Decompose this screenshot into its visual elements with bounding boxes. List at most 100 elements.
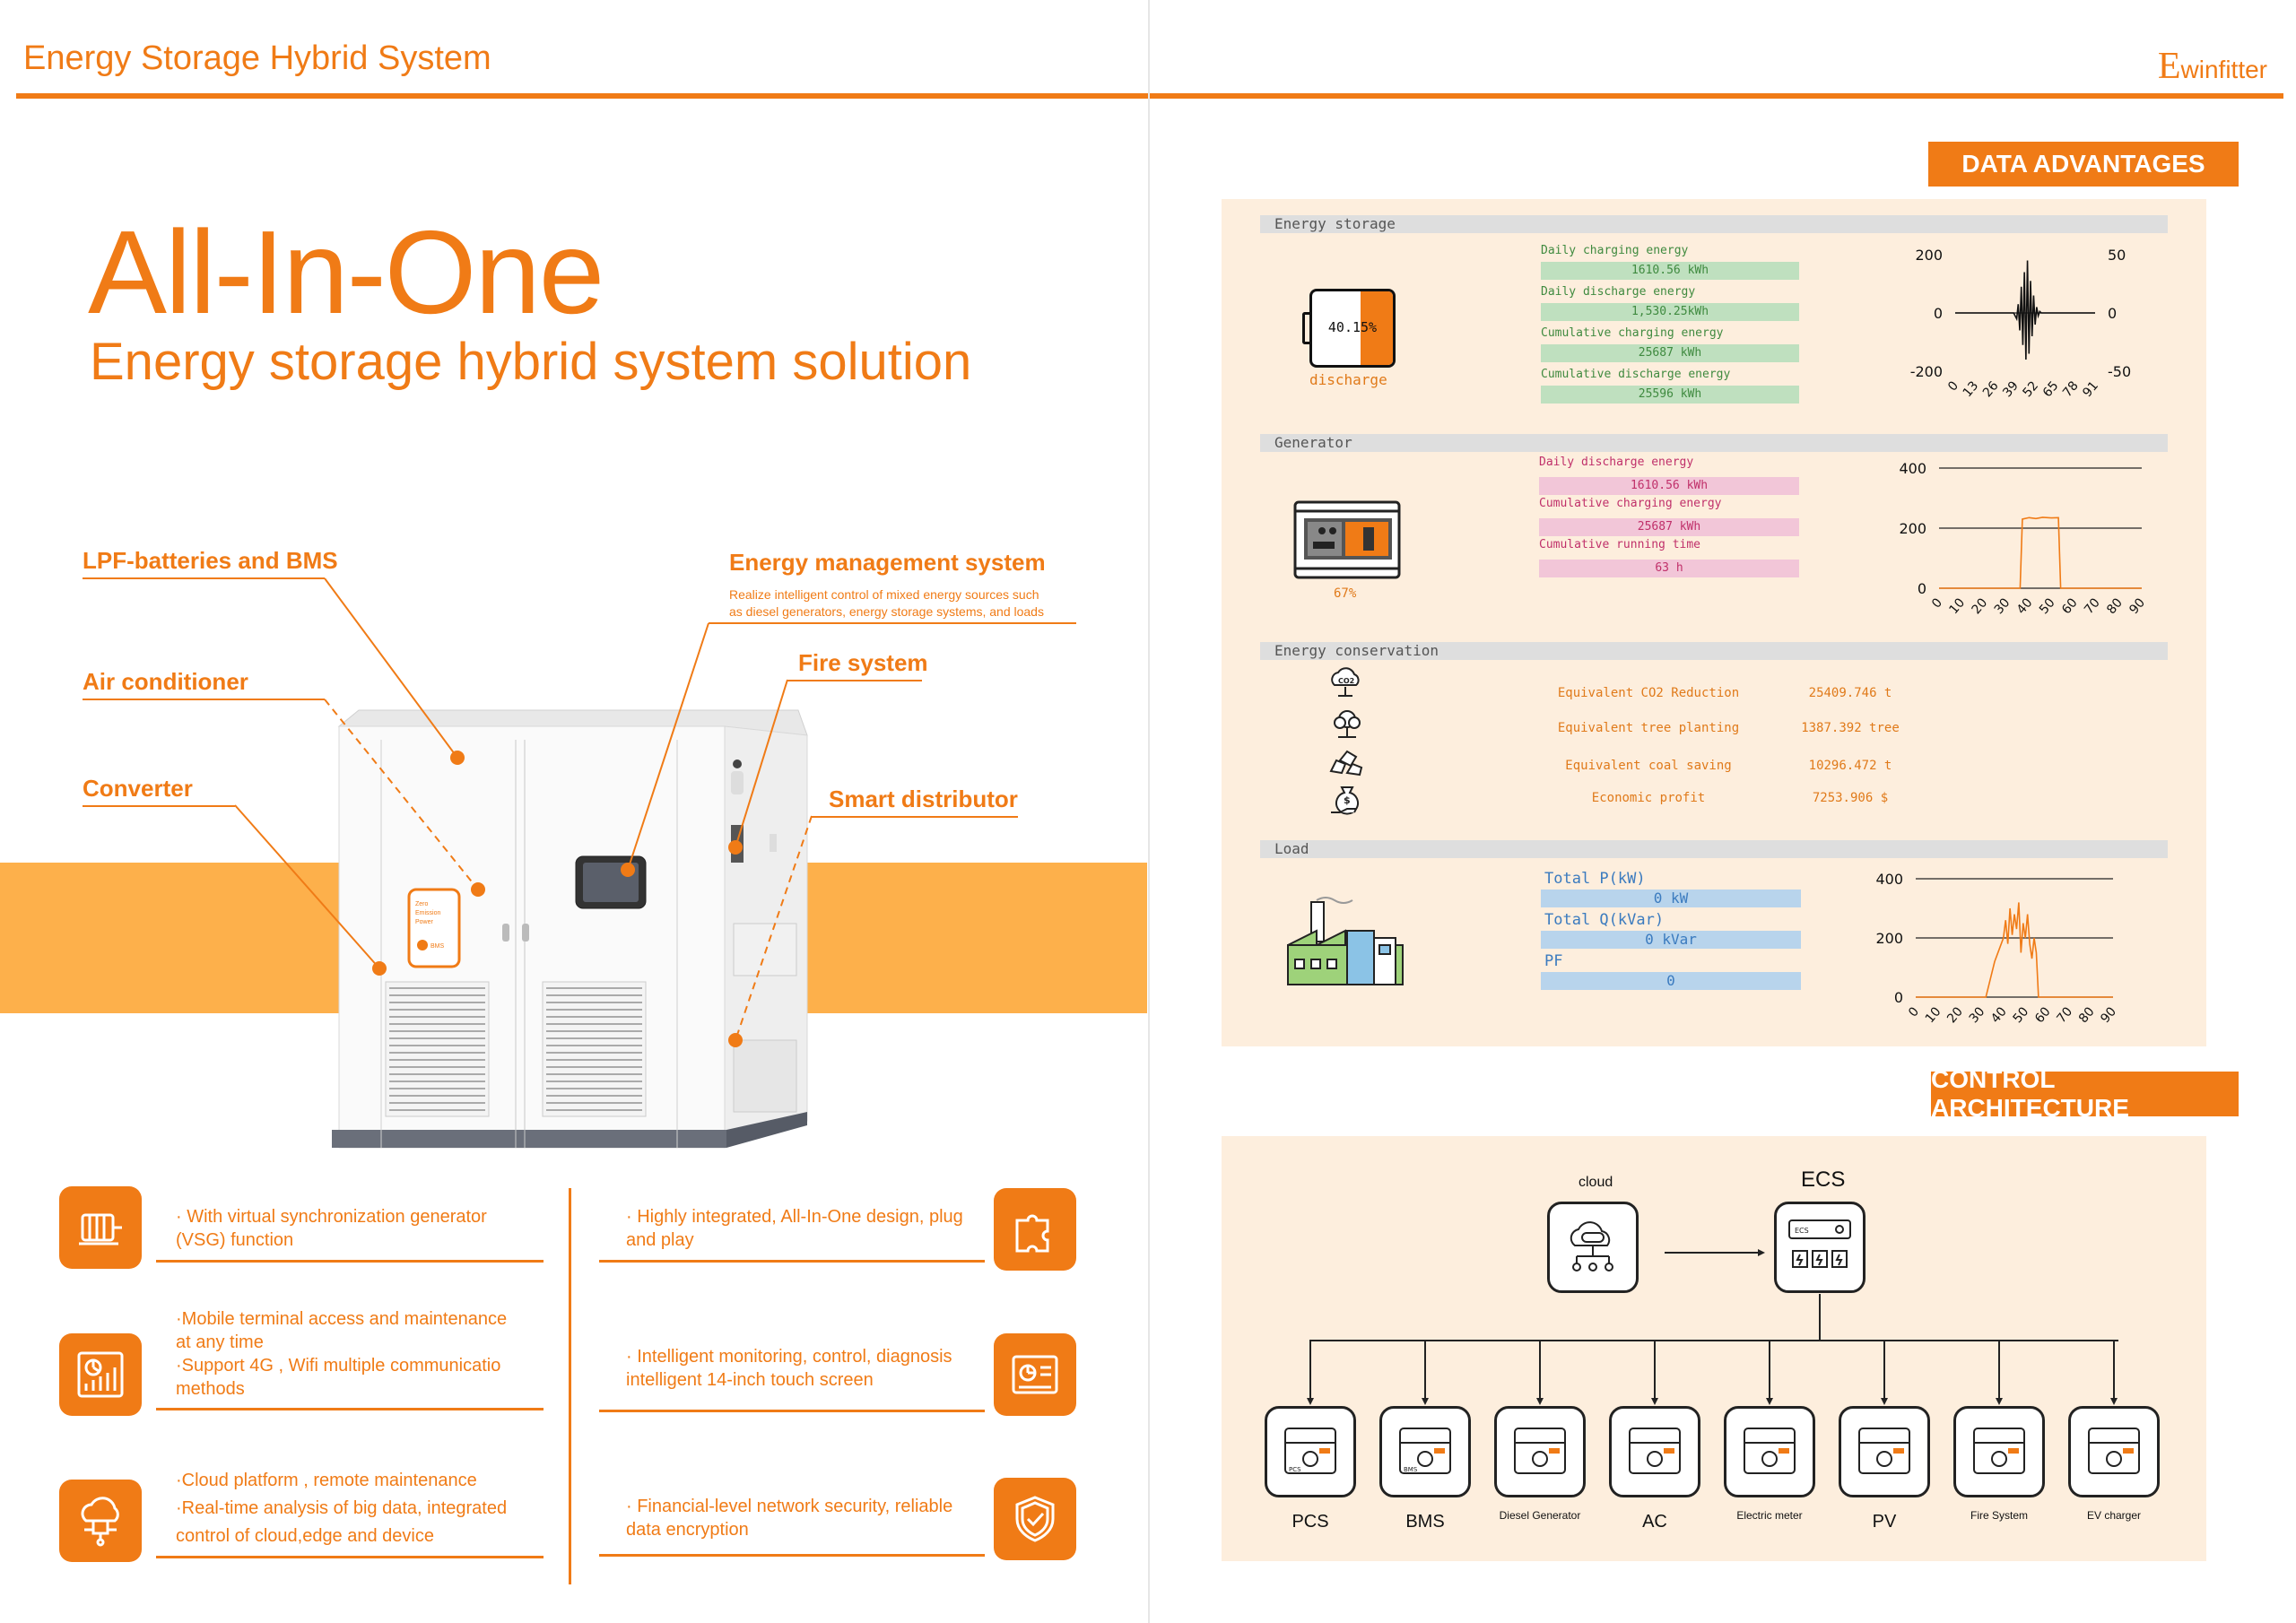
callout-fire-underline [787,680,922,681]
load-stat-label: PF [1544,952,1563,970]
device-label: PV [1872,1512,1897,1532]
feature-line: ·Real-time analysis of big data, integra… [176,1498,508,1518]
ecs-node: ECS [1774,1202,1866,1293]
conservation-value: 25409.746 t [1808,686,1892,700]
data-advantages-tag: DATA ADVANTAGES [1928,142,2239,187]
chart-x-tick: 80 [2076,1004,2098,1026]
conservation-value: 1387.392 tree [1801,721,1900,735]
chart-x-tick: 91 [2080,378,2101,400]
feature-monitoring: · Intelligent monitoring, control, diagn… [626,1345,952,1392]
callout-ems-note-1: Realize intelligent control of mixed ene… [729,587,1039,602]
conservation-label: Economic profit [1591,791,1706,805]
leader-lines [234,577,813,1047]
device-icon [1744,1428,1796,1474]
device-icon-text: PCS [1289,1466,1301,1473]
device-icon: PCS [1284,1428,1336,1474]
storage-stat-value: 25596 kWh [1541,386,1799,404]
feature-line: intelligent 14-inch touch screen [626,1370,874,1390]
chart-x-tick: 30 [1967,1004,1988,1026]
feature-line: and play [626,1230,694,1250]
generator-stat-label: Cumulative charging energy [1539,497,1722,510]
storage-stat-label: Cumulative charging energy [1541,326,1724,340]
callout-converter: Converter [83,775,193,802]
chart-x-tick: 0 [1906,1004,1922,1020]
callout-lpf-underline [83,577,325,579]
chart-series-line [1955,260,2095,360]
chart-x-tick: 26 [1980,378,2002,400]
feature-underline [599,1410,985,1412]
chart-x-tick: 0 [1929,595,1945,611]
load-stat-label: Total P(kW) [1544,870,1646,888]
cloud-label: cloud [1578,1175,1613,1190]
feature-line: data encryption [626,1520,749,1540]
brand-name: winfitter [2180,56,2267,83]
generator-stat-label: Cumulative running time [1539,538,1701,551]
feature-line: · Intelligent monitoring, control, diagn… [626,1347,952,1367]
chart-y2-tick: 0 [2108,305,2117,322]
chart-y-tick: 0 [1894,989,1903,1006]
device-label: AC [1642,1512,1667,1532]
chart-x-tick: 50 [2011,1004,2032,1026]
chart-x-tick: 80 [2104,595,2126,617]
conservation-value: 10296.472 t [1808,759,1892,773]
cloud-node [1547,1202,1639,1293]
conservation-label: Equivalent tree planting [1557,721,1740,735]
device-icon [1629,1428,1681,1474]
chart-y2-tick: -50 [2108,363,2131,380]
architecture-lines [1307,1249,2118,1405]
vent-left [385,981,490,1117]
hero-subtitle: Energy storage hybrid system solution [90,333,972,391]
cabinet-label-1: Zero [415,901,429,907]
storage-stat-label: Daily charging energy [1541,244,1689,257]
chart-x-tick: 65 [2040,378,2062,400]
feature-line: control of cloud,edge and device [176,1526,434,1546]
load-stat-value: 0 kW [1541,890,1801,907]
chart-x-tick: 90 [2126,595,2148,617]
chart-y-tick: 400 [1875,871,1903,888]
device-icon [1514,1428,1566,1474]
chart-y-tick: 400 [1899,460,1926,477]
chart-x-tick: 20 [1944,1004,1966,1026]
generator-percent: 67% [1334,586,1357,601]
brand-letter: E [2157,46,2181,87]
header-rule [16,93,2283,99]
generator-stat-value: 25687 kWh [1539,518,1799,536]
motor-icon [59,1186,142,1269]
device-label: Electric meter [1736,1509,1803,1522]
analytics-icon [59,1333,142,1416]
chart-y2-tick: 50 [2108,247,2126,264]
load-stat-label: Total Q(kVar) [1544,911,1665,929]
device-icon [2088,1428,2140,1474]
generator-icon [1293,500,1401,579]
feature-line: ·Cloud platform , remote maintenance [176,1471,477,1490]
callout-ems: Energy management system [729,549,1046,576]
hero-title: All-In-One [88,206,604,338]
shield-icon [994,1478,1076,1560]
feature-line: · With virtual synchronization generator [176,1207,487,1227]
chart-x-tick: 13 [1961,378,1982,400]
device-icon-text: BMS [1404,1466,1418,1473]
money-icon: $ [1331,786,1359,815]
feature-underline [156,1556,544,1558]
generator-stat-value: 1610.56 kWh [1539,477,1799,495]
callout-air: Air conditioner [83,668,248,695]
energy-conservation-bar: Energy conservation [1260,642,2168,660]
chart-x-tick: 52 [2020,378,2041,400]
device-label: BMS [1405,1512,1445,1532]
conservation-label: Equivalent CO2 Reduction [1557,686,1740,700]
conservation-label: Equivalent coal saving [1565,759,1732,773]
tree-icon [1334,710,1361,738]
chart-y-tick: -200 [1910,363,1943,380]
load-stat-value: 0 kVar [1541,931,1801,949]
device-label: EV charger [2086,1509,2142,1522]
chart-x-tick: 10 [1923,1004,1944,1026]
co2-icon: CO2 [1331,667,1360,697]
callout-ems-note-2: as diesel generators, energy storage sys… [729,604,1044,619]
callout-smart: Smart distributor [829,785,1018,812]
ecs-label: ECS [1801,1167,1846,1192]
device-node: BMS [1379,1406,1471,1497]
device-node [1839,1406,1930,1497]
